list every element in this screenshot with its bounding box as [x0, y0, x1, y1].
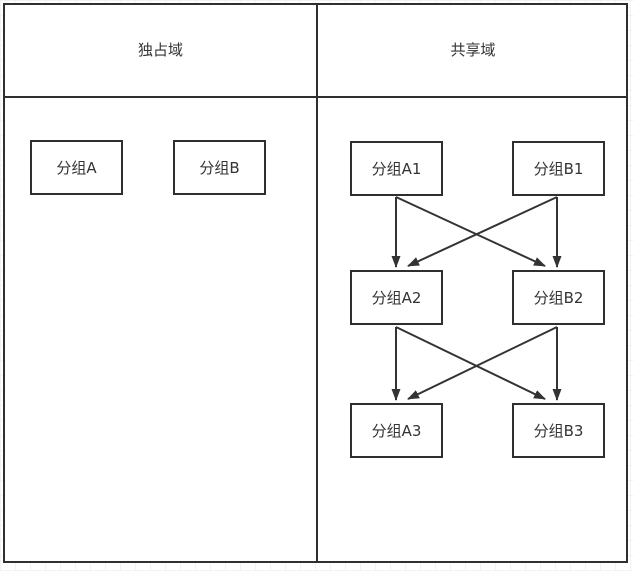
node-group-b2: 分组B2: [512, 270, 605, 325]
header-divider-line: [3, 96, 628, 98]
node-group-b3: 分组B3: [512, 403, 605, 458]
node-group-a3: 分组A3: [350, 403, 443, 458]
node-group-a2: 分组A2: [350, 270, 443, 325]
header-exclusive-domain: 独占域: [137, 41, 183, 59]
node-group-b1: 分组B1: [512, 141, 605, 196]
node-group-a1: 分组A1: [350, 141, 443, 196]
column-divider-line: [316, 3, 318, 563]
node-group-a: 分组A: [30, 140, 123, 195]
node-group-b: 分组B: [173, 140, 266, 195]
header-shared-domain: 共享域: [450, 41, 496, 59]
